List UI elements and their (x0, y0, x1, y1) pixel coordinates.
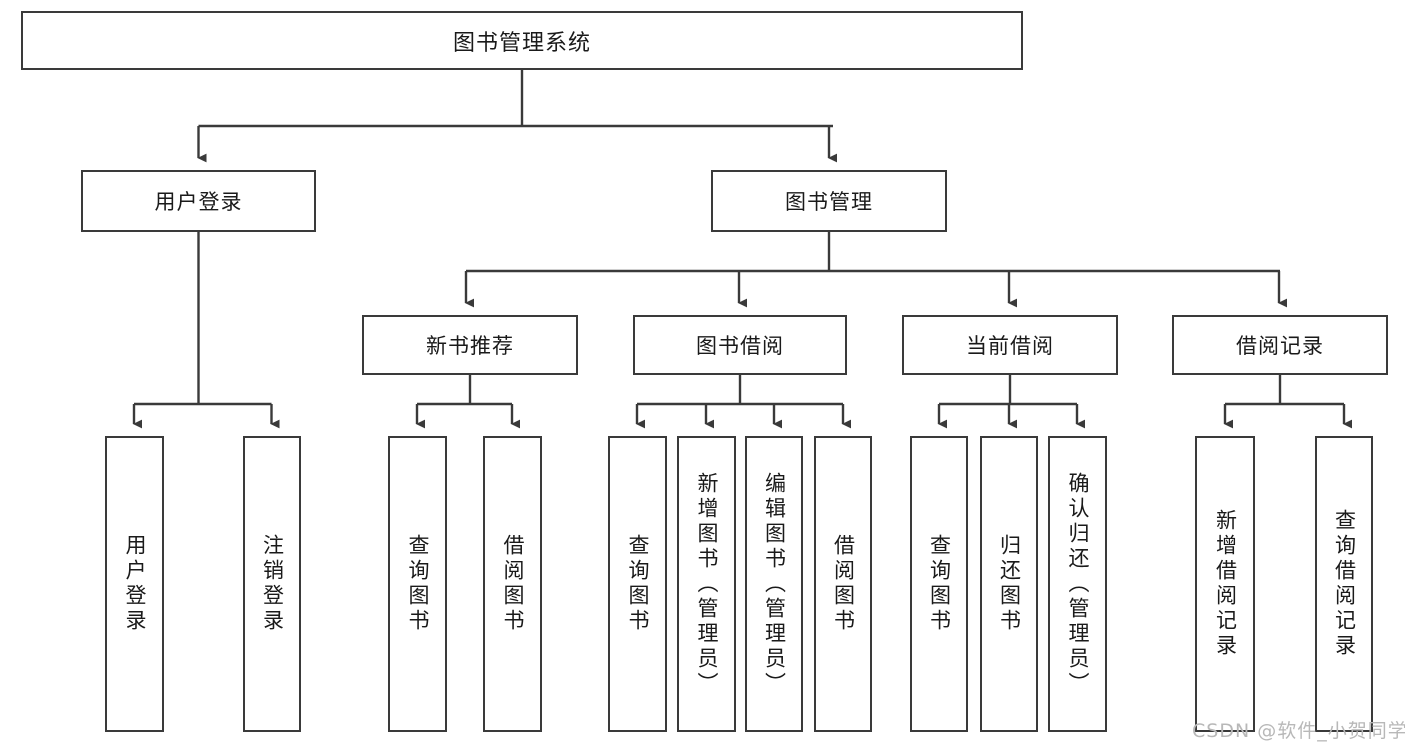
node-label: 编辑图书（管理员） (762, 471, 787, 697)
node-label: 图书管理 (785, 190, 873, 214)
node-label: 图书借阅 (696, 334, 784, 358)
node-leaf-confirm-return-admin[interactable]: 确认归还（管理员） (1048, 436, 1107, 732)
node-current-borrow[interactable]: 当前借阅 (902, 315, 1118, 375)
node-label: 借阅图书 (831, 534, 856, 634)
watermark-text: CSDN @软件_小贺同学 (1192, 720, 1405, 742)
node-label: 新书推荐 (426, 334, 514, 358)
node-label: 当前借阅 (966, 334, 1054, 358)
node-leaf-query-borrow-record[interactable]: 查询借阅记录 (1315, 436, 1373, 732)
node-leaf-edit-book-admin[interactable]: 编辑图书（管理员） (745, 436, 803, 732)
node-user-login[interactable]: 用户登录 (81, 170, 316, 232)
node-label: 查询图书 (406, 534, 430, 634)
node-leaf-query-book-2[interactable]: 查询图书 (608, 436, 667, 732)
node-label: 新增借阅记录 (1213, 509, 1238, 659)
node-book-borrow[interactable]: 图书借阅 (633, 315, 847, 375)
node-leaf-logout-login[interactable]: 注销登录 (243, 436, 301, 732)
node-label: 注销登录 (260, 534, 285, 634)
node-leaf-borrow-book-1[interactable]: 借阅图书 (483, 436, 542, 732)
node-leaf-query-book-3[interactable]: 查询图书 (910, 436, 968, 732)
node-borrow-record[interactable]: 借阅记录 (1172, 315, 1388, 375)
node-book-management-system[interactable]: 图书管理系统 (21, 11, 1023, 70)
node-label: 用户登录 (154, 190, 243, 214)
node-label: 归还图书 (997, 534, 1022, 634)
node-label: 用户登录 (123, 534, 147, 634)
node-leaf-return-book[interactable]: 归还图书 (980, 436, 1038, 732)
node-leaf-query-book-1[interactable]: 查询图书 (388, 436, 447, 732)
node-label: 查询图书 (626, 534, 650, 634)
node-label: 借阅图书 (501, 534, 525, 634)
node-label: 查询借阅记录 (1332, 509, 1357, 659)
node-book-management[interactable]: 图书管理 (711, 170, 947, 232)
node-label: 图书管理系统 (452, 30, 591, 56)
node-label: 借阅记录 (1236, 334, 1324, 358)
node-label: 确认归还（管理员） (1066, 471, 1090, 697)
node-leaf-user-login[interactable]: 用户登录 (105, 436, 164, 732)
node-label: 新增图书（管理员） (695, 471, 719, 697)
node-label: 查询图书 (927, 534, 952, 634)
node-leaf-add-book-admin[interactable]: 新增图书（管理员） (677, 436, 736, 732)
node-new-book-recommend[interactable]: 新书推荐 (362, 315, 578, 375)
node-leaf-borrow-book-2[interactable]: 借阅图书 (814, 436, 872, 732)
node-leaf-add-borrow-record[interactable]: 新增借阅记录 (1195, 436, 1255, 732)
